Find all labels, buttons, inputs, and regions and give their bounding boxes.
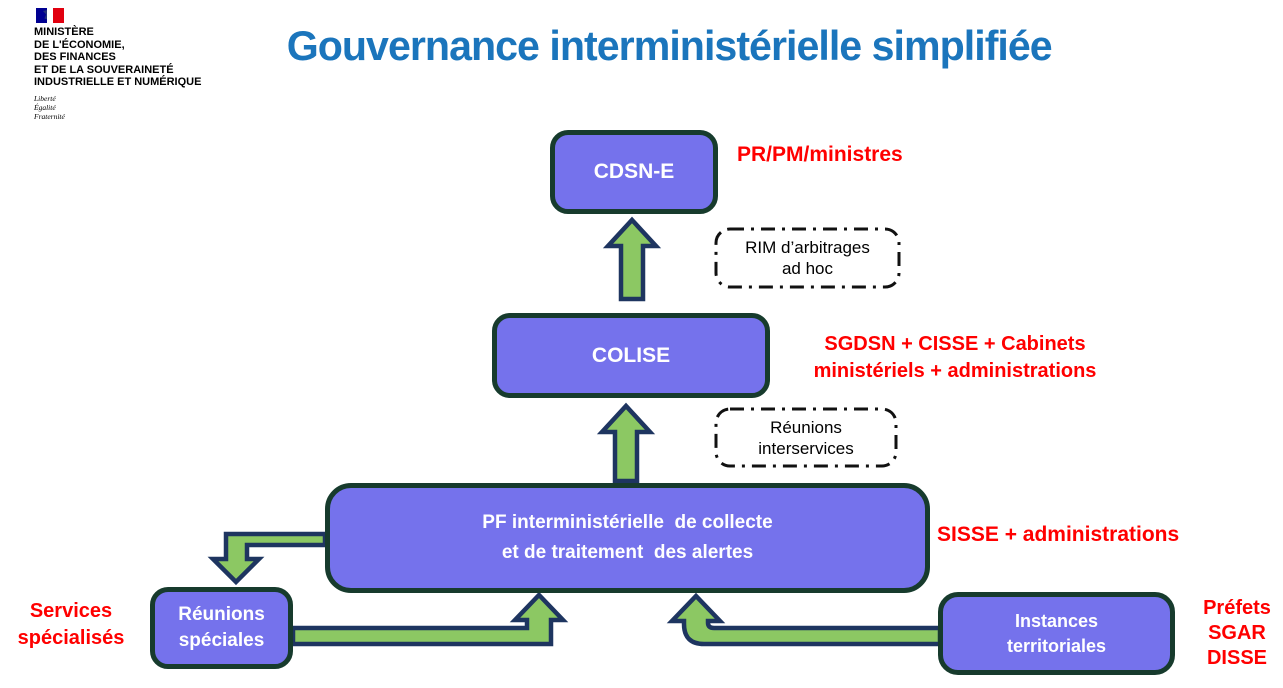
annotation-sgdsn-line2: ministériels + administrations (813, 360, 1097, 382)
french-flag-icon (36, 8, 64, 23)
annotation-sgdsn-line1: SGDSN + CISSE + Cabinets (824, 333, 1086, 355)
annotation-sgdsn-cisse: SGDSN + CISSE + Cabinets ministériels + … (790, 331, 1120, 385)
arrow-instances-to-pf (666, 592, 943, 647)
node-cdsn-e: CDSN-E (550, 130, 718, 214)
republic-motto: Liberté Égalité Fraternité (34, 94, 234, 121)
arrow-reunions-speciales-to-pf (290, 591, 569, 647)
node-pf-label-line2: et de traitement des alertes (501, 542, 754, 563)
arrow-colise-to-cdsne (602, 216, 662, 302)
annotation-services-line2: spécialisés (17, 627, 125, 649)
motto-line: Égalité (34, 102, 56, 112)
annotation-sisse-administrations: SISSE + administrations (937, 523, 1180, 546)
ministry-name: MINISTÈRE DE L'ÉCONOMIE, DES FINANCES ET… (34, 26, 234, 89)
node-colise-label: COLISE (591, 343, 671, 367)
ministry-line: ET DE LA SOUVERAINETÉ (34, 63, 174, 76)
annotation-prefets-line3: DISSE (1206, 647, 1268, 669)
arrow-pf-to-reunions-speciales (207, 531, 328, 586)
node-reunions-label-line2: spéciales (178, 630, 265, 651)
ministry-line: MINISTÈRE (34, 26, 94, 38)
rim-label-line2: ad hoc (781, 259, 834, 278)
interservices-label-line1: Réunions (770, 417, 842, 437)
node-pf-label-line1: PF interministérielle de collecte (482, 512, 773, 533)
node-instances-label-line2: territoriales (1006, 635, 1107, 656)
annotation-services-specialises: Services spécialisés (5, 598, 137, 652)
page-title: Gouvernance interministérielle simplifié… (286, 22, 1053, 69)
dashed-box-interservices: Réunions interservices (715, 408, 897, 467)
annotation-prefets-line2: SGAR (1208, 622, 1266, 644)
rim-label-line1: RIM d’arbitrages (745, 238, 870, 257)
annotation-pr-pm-ministres: PR/PM/ministres (737, 143, 903, 166)
ministry-line: DE L'ÉCONOMIE, (34, 38, 125, 51)
node-cdsn-e-label: CDSN-E (593, 160, 675, 183)
node-reunions-speciales: Réunions spéciales (150, 587, 293, 669)
node-plateforme-interministerielle: PF interministérielle de collecte et de … (325, 483, 930, 593)
node-instances-label-line1: Instances (1014, 610, 1099, 631)
arrow-pf-to-colise (596, 402, 656, 484)
annotation-prefets-sgar-disse: Préfets SGAR DISSE (1196, 596, 1278, 671)
annotation-prefets-line1: Préfets (1203, 597, 1271, 619)
node-reunions-label-line1: Réunions (178, 604, 265, 625)
interservices-label-line2: interservices (758, 438, 854, 458)
ministry-line: DES FINANCES (34, 51, 116, 63)
motto-line: Liberté (34, 93, 56, 103)
dashed-box-rim: RIM d’arbitrages ad hoc (715, 228, 900, 288)
ministry-line: INDUSTRIELLE ET NUMÉRIQUE (34, 76, 202, 88)
annotation-services-line1: Services (29, 600, 113, 622)
node-colise: COLISE (492, 313, 770, 398)
node-instances-territoriales: Instances territoriales (938, 592, 1175, 675)
ministry-logo: MINISTÈRE DE L'ÉCONOMIE, DES FINANCES ET… (34, 8, 234, 121)
motto-line: Fraternité (34, 111, 65, 121)
